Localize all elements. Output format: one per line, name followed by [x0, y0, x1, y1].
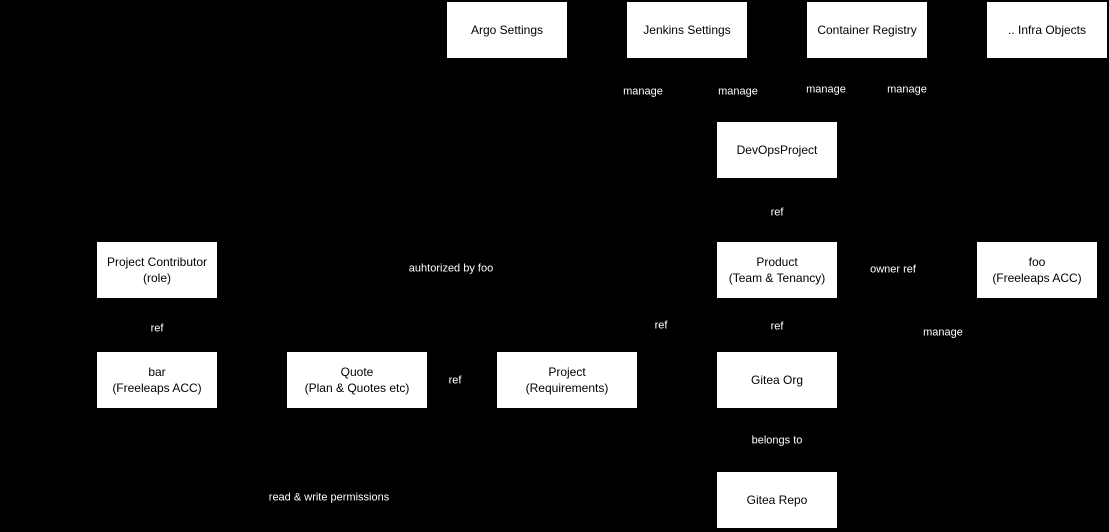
node-quote: Quote (Plan & Quotes etc) [287, 352, 427, 408]
edge-label-read-write-permissions: read & write permissions [266, 490, 392, 506]
node-label: Jenkins Settings [643, 22, 731, 37]
edge-label-ref-product-gitea-org: ref [768, 319, 786, 335]
node-label: (Freeleaps ACC) [112, 381, 202, 395]
node-label: Gitea Repo [746, 492, 808, 507]
edge-label-manage-registry: manage [804, 82, 848, 98]
edge-label-manage-jenkins: manage [716, 84, 760, 100]
edge-label-owner-ref: owner ref [868, 262, 918, 278]
node-label: Product [756, 254, 798, 269]
node-label: Project Contributor [106, 254, 208, 269]
node-label: (Plan & Quotes etc) [304, 381, 410, 395]
node-bar-account: bar (Freeleaps ACC) [97, 352, 217, 408]
node-foo-account: foo (Freeleaps ACC) [977, 242, 1097, 298]
node-container-registry: Container Registry [807, 2, 927, 58]
node-label: foo [1028, 254, 1046, 269]
node-gitea-org: Gitea Org [717, 352, 837, 408]
node-label: Gitea Org [750, 372, 804, 387]
edge-label-authorized-by-foo: auhtorized by foo [406, 261, 496, 277]
node-devops-project: DevOpsProject [717, 122, 837, 178]
node-label: DevOpsProject [736, 142, 818, 157]
edge-label-manage-argo: manage [621, 84, 665, 100]
node-label: (Requirements) [525, 381, 609, 395]
edge-label-ref-quote-project: ref [446, 373, 464, 389]
node-label: Project [548, 364, 586, 379]
node-label: Quote [340, 364, 374, 379]
node-project-contributor: Project Contributor (role) [97, 242, 217, 298]
node-infra-objects: .. Infra Objects [987, 2, 1107, 58]
edge-label-ref-devops-product: ref [768, 205, 786, 221]
node-label: (Team & Tenancy) [728, 271, 826, 285]
node-project: Project (Requirements) [497, 352, 637, 408]
node-label: Argo Settings [470, 22, 544, 37]
node-label: (Freeleaps ACC) [992, 271, 1082, 285]
edge-label-manage-foo: manage [921, 325, 965, 341]
node-product: Product (Team & Tenancy) [717, 242, 837, 298]
node-argo-settings: Argo Settings [447, 2, 567, 58]
edge-label-manage-infra: manage [885, 82, 929, 98]
edge-label-ref-project-product: ref [652, 318, 670, 334]
edge-label-belongs-to: belongs to [749, 433, 805, 449]
node-gitea-repo: Gitea Repo [717, 472, 837, 528]
node-jenkins-settings: Jenkins Settings [627, 2, 747, 58]
node-label: bar [148, 364, 166, 379]
node-label: .. Infra Objects [1007, 22, 1087, 37]
node-label: Container Registry [817, 22, 917, 37]
edge-label-ref-contributor-bar: ref [148, 321, 166, 337]
node-label: (role) [142, 271, 171, 285]
